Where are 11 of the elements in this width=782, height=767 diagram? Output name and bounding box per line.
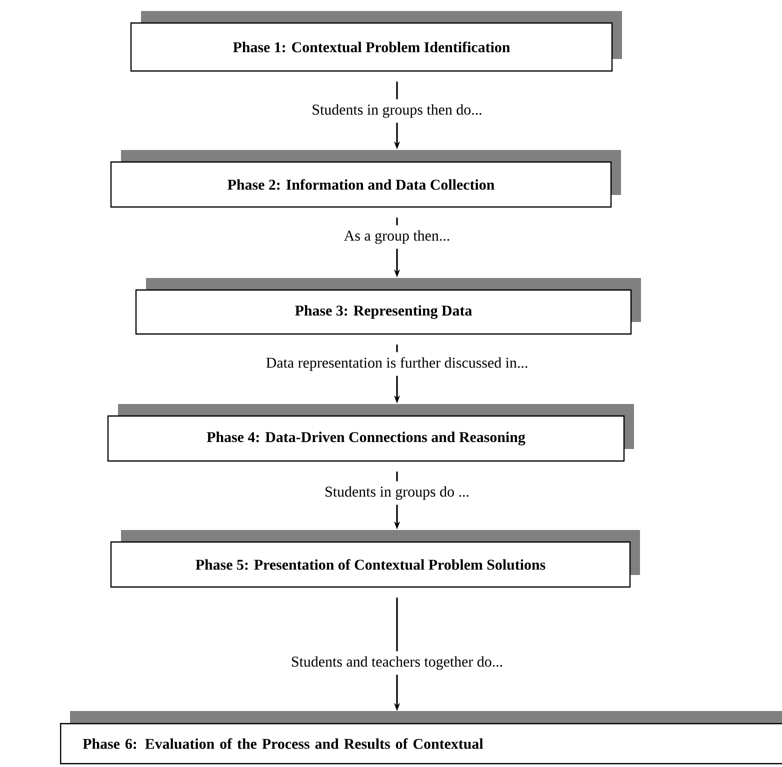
- edge-label: Students and teachers together do...: [286, 651, 508, 675]
- phase-box: Phase 1: Contextual Problem Identification: [130, 11, 622, 72]
- phase-box: Phase 6: Evaluation of the Process and Results of Contextual: [60, 711, 782, 764]
- edge-label: Data representation is further discussed in...: [262, 352, 532, 376]
- phase-box: Phase 3: Representing Data: [135, 278, 641, 335]
- phase-box: Phase 5: Presentation of Contextual Problem Solutions: [110, 530, 640, 588]
- phase-box: Phase 4: Data-Driven Connections and Reasoning: [107, 404, 634, 462]
- edge-label: Students in groups do ...: [320, 481, 474, 505]
- edge-label: Students in groups then do...: [308, 99, 486, 123]
- phase-box: Phase 2: Information and Data Collection: [110, 150, 621, 208]
- edge-label: As a group then...: [340, 225, 454, 249]
